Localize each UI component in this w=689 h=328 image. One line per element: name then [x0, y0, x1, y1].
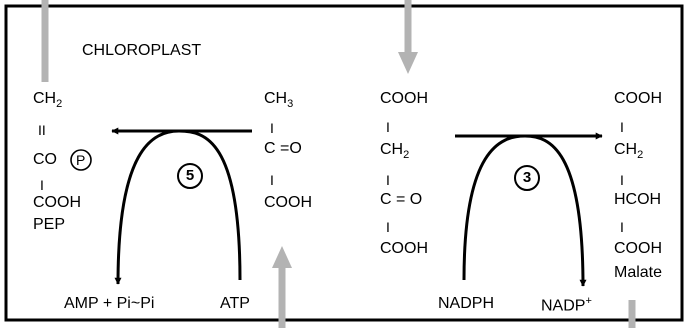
amp-pi-pi-label: AMP + Pi~Pi [64, 295, 155, 312]
malate-bond-3: I [620, 219, 624, 235]
reaction-right-arrows [455, 132, 603, 287]
pep-name: PEP [33, 216, 66, 233]
nadph-label: NADPH [438, 295, 495, 312]
oaa-bond-2: I [386, 172, 390, 188]
nadp-plus-label: NADP+ [541, 295, 592, 315]
oaa-cooh-bottom: COOH [380, 240, 428, 257]
pep-single-bond: I [40, 177, 44, 193]
chloroplast-border [4, 4, 684, 322]
malate-bond-2: I [620, 172, 624, 188]
transport-arrow-pyruvate-in [272, 246, 292, 328]
oaa-ch2: CH2 [380, 141, 410, 162]
pyruvate-cooh: COOH [264, 194, 312, 211]
oaa-bond-1: I [386, 119, 390, 135]
atp-to-amp-curve-arrow [114, 129, 242, 285]
pep-double-bond: II [38, 122, 46, 138]
malate-ch2: CH2 [614, 141, 644, 162]
phosphate-circle [70, 149, 92, 171]
step-3-number: 3 [522, 169, 532, 186]
pyruvate-bond-1: I [270, 120, 274, 136]
pyruvate-bond-2: I [270, 172, 274, 188]
oaa-co: C = O [380, 191, 423, 208]
pep-co: CO [33, 151, 57, 168]
pep-cooh: COOH [33, 194, 81, 211]
step-5-number: 5 [185, 167, 195, 184]
phosphate-label: P [76, 152, 86, 168]
chloroplast-label: CHLOROPLAST [82, 42, 202, 59]
pyruvate-co: C =O [264, 140, 302, 157]
step-5-circle [177, 163, 203, 189]
oaa-cooh-top: COOH [380, 90, 428, 107]
nadph-to-nadp-curve-arrow [462, 134, 587, 287]
malate-cooh-bottom: COOH [614, 240, 662, 257]
malate-hcoh: HCOH [614, 191, 662, 208]
malate-name: Malate [614, 264, 663, 281]
reaction-left-arrows [111, 127, 252, 285]
step-3-circle [514, 165, 540, 191]
malate-bond-1: I [620, 119, 624, 135]
pep-ch2: CH2 [33, 90, 63, 111]
malate-cooh-top: COOH [614, 90, 662, 107]
transport-arrow-oaa-in [398, 0, 418, 74]
pyruvate-ch3: CH3 [264, 90, 294, 111]
atp-label: ATP [220, 295, 250, 312]
oaa-bond-3: I [386, 219, 390, 235]
